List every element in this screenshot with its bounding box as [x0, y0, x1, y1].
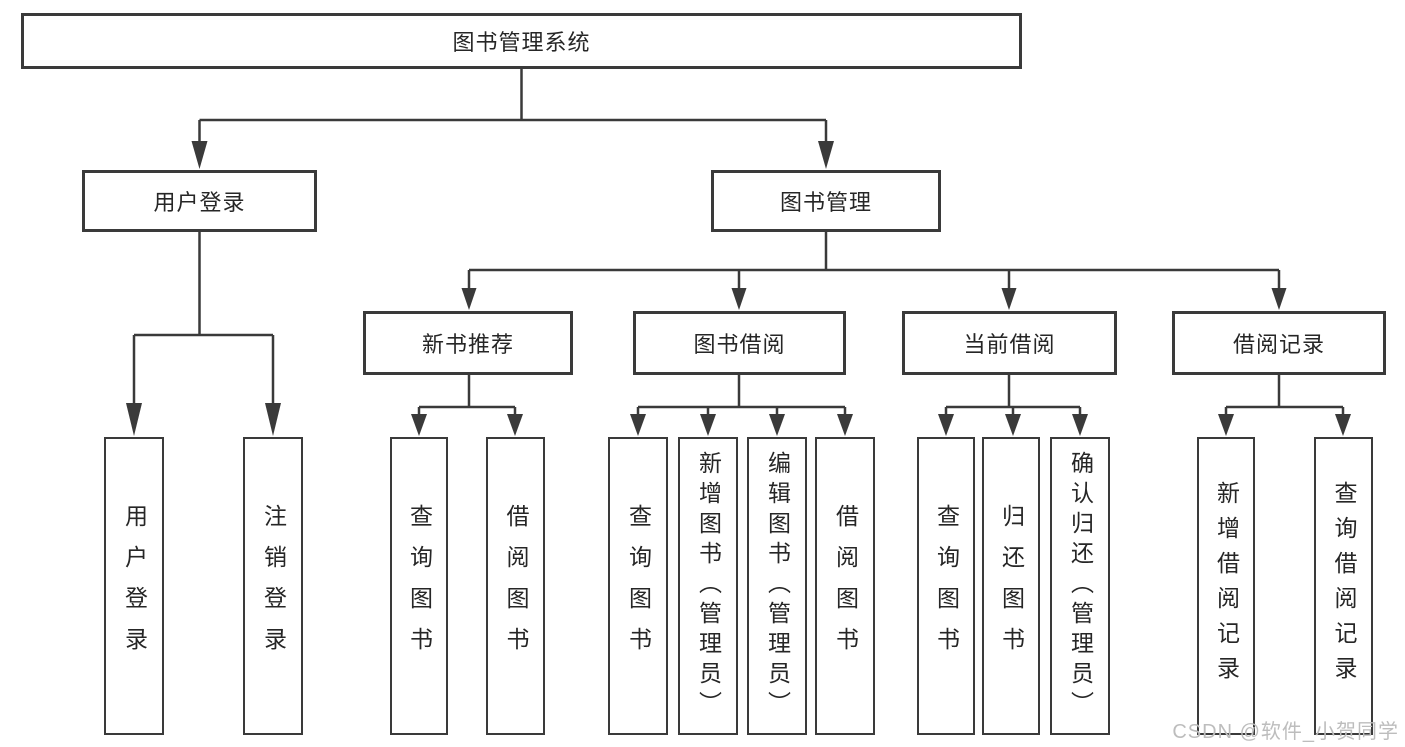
- node-current-borrowing: 当前借阅: [902, 311, 1117, 375]
- node-label: 新增借阅记录: [1213, 481, 1240, 691]
- node-book-management: 图书管理: [711, 170, 941, 232]
- node-user-login: 用户登录: [82, 170, 317, 232]
- node-root-library-system: 图书管理系统: [21, 13, 1022, 69]
- leaf-borrow-books: 借阅图书: [815, 437, 875, 735]
- node-new-book-recommend: 新书推荐: [363, 311, 573, 375]
- node-label: 新增图书（管理员）: [695, 451, 722, 721]
- leaf-confirm-return-admin: 确认归还（管理员）: [1050, 437, 1110, 735]
- node-label: 图书管理系统: [452, 30, 591, 55]
- node-label: 图书借阅: [693, 332, 786, 357]
- node-label: 新书推荐: [421, 332, 514, 357]
- node-label: 查询图书: [625, 504, 652, 668]
- leaf-query-books-recommend: 查询图书: [390, 437, 448, 735]
- leaf-query-books-current: 查询图书: [917, 437, 975, 735]
- node-label: 查询借阅记录: [1331, 481, 1357, 691]
- node-label: 用户登录: [121, 504, 148, 668]
- node-label: 当前借阅: [963, 332, 1056, 357]
- node-label: 确认归还（管理员）: [1067, 451, 1094, 721]
- node-label: 查询图书: [933, 504, 960, 668]
- node-book-borrowing: 图书借阅: [633, 311, 846, 375]
- leaf-return-books: 归还图书: [982, 437, 1040, 735]
- leaf-logout: 注销登录: [243, 437, 303, 735]
- node-label: 用户登录: [153, 190, 246, 215]
- leaf-user-login: 用户登录: [104, 437, 164, 735]
- node-label: 借阅图书: [503, 504, 529, 668]
- node-label: 借阅图书: [832, 504, 859, 668]
- node-label: 归还图书: [998, 504, 1025, 668]
- leaf-add-books-admin: 新增图书（管理员）: [678, 437, 738, 735]
- leaf-borrow-books-recommend: 借阅图书: [486, 437, 545, 735]
- leaf-edit-books-admin: 编辑图书（管理员）: [747, 437, 807, 735]
- leaf-add-borrow-record: 新增借阅记录: [1197, 437, 1255, 735]
- node-label: 注销登录: [260, 504, 287, 668]
- node-borrowing-records: 借阅记录: [1172, 311, 1386, 375]
- node-label: 编辑图书（管理员）: [764, 451, 791, 721]
- node-label: 查询图书: [406, 504, 433, 668]
- leaf-query-borrow-record: 查询借阅记录: [1314, 437, 1373, 735]
- node-label: 借阅记录: [1232, 332, 1325, 357]
- leaf-query-books-borrowing: 查询图书: [608, 437, 668, 735]
- node-label: 图书管理: [779, 190, 872, 215]
